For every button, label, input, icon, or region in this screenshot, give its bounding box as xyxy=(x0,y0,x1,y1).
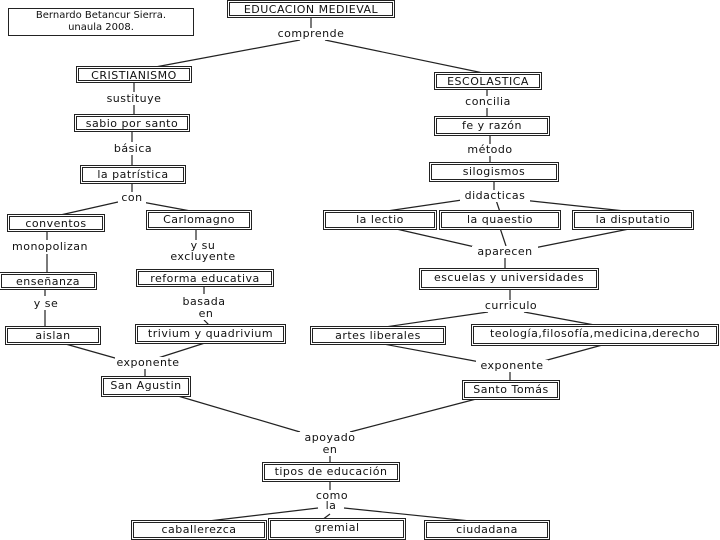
node-silogismos: silogismos xyxy=(431,164,557,180)
node-la-lectio: la lectio xyxy=(325,212,435,228)
link-concilia: concilia xyxy=(460,96,516,108)
link-la: la xyxy=(320,500,342,512)
node-artes-liberales: artes liberales xyxy=(312,328,444,343)
author-note: Bernardo Betancur Sierra. unaula 2008. xyxy=(8,8,194,36)
link-basica: básica xyxy=(110,143,156,155)
link-curriculo: curriculo xyxy=(478,300,544,312)
node-la-patristica: la patrística xyxy=(82,167,184,182)
node-gremial: gremial xyxy=(270,520,404,538)
link-basada: basada xyxy=(180,296,228,308)
node-escolastica: ESCOLASTICA xyxy=(436,74,540,88)
link-en-1: en xyxy=(196,308,216,320)
node-ciudadana: ciudadana xyxy=(426,522,548,538)
link-excluyente: excluyente xyxy=(168,251,238,263)
node-sabio-por-santo: sabio por santo xyxy=(76,116,188,130)
author-name: Bernardo Betancur Sierra. xyxy=(35,10,167,21)
node-reforma-educativa: reforma educativa xyxy=(138,271,272,285)
node-ensenanza: enseñanza xyxy=(1,274,95,288)
link-con: con xyxy=(118,192,146,204)
node-fe-y-razon: fe y razón xyxy=(436,118,548,134)
link-como: como xyxy=(314,489,350,502)
author-affiliation: unaula 2008. xyxy=(68,22,134,33)
link-apoyado: apoyado xyxy=(298,432,362,444)
node-trivium: trivium y quadrivium xyxy=(137,326,284,342)
node-la-quaestio: la quaestio xyxy=(441,212,559,228)
node-tipos-de-educacion: tipos de educación xyxy=(264,464,398,480)
node-la-disputatio: la disputatio xyxy=(574,212,692,228)
link-comprende: comprende xyxy=(270,28,352,40)
link-metodo: método xyxy=(462,144,518,156)
link-y-su: y su xyxy=(186,240,220,252)
link-sustituye: sustituye xyxy=(100,93,168,105)
node-cristianismo: CRISTIANISMO xyxy=(78,68,190,82)
node-aislan: aislan xyxy=(7,328,99,343)
link-monopolizan: monopolizan xyxy=(10,241,90,253)
link-aparecen: aparecen xyxy=(472,246,538,258)
node-teologia: teología,filosofía,medicina,derecho xyxy=(473,326,717,344)
node-carlomagno: Carlomagno xyxy=(148,212,250,228)
node-caballerezca: caballerezca xyxy=(133,522,265,538)
node-santo-tomas: Santo Tomás xyxy=(464,382,558,398)
node-san-agustin: San Agustin xyxy=(103,378,189,395)
node-escuelas-y-universidades: escuelas y universidades xyxy=(421,270,597,288)
link-exponente-left: exponente xyxy=(115,356,181,369)
link-y-se: y se xyxy=(28,298,64,310)
link-didacticas: didacticas xyxy=(460,190,530,202)
node-conventos: conventos xyxy=(9,216,103,230)
link-exponente-right: exponente xyxy=(476,360,548,372)
node-educacion-medieval: EDUCACION MEDIEVAL xyxy=(229,2,393,16)
link-en-2: en xyxy=(320,444,340,456)
